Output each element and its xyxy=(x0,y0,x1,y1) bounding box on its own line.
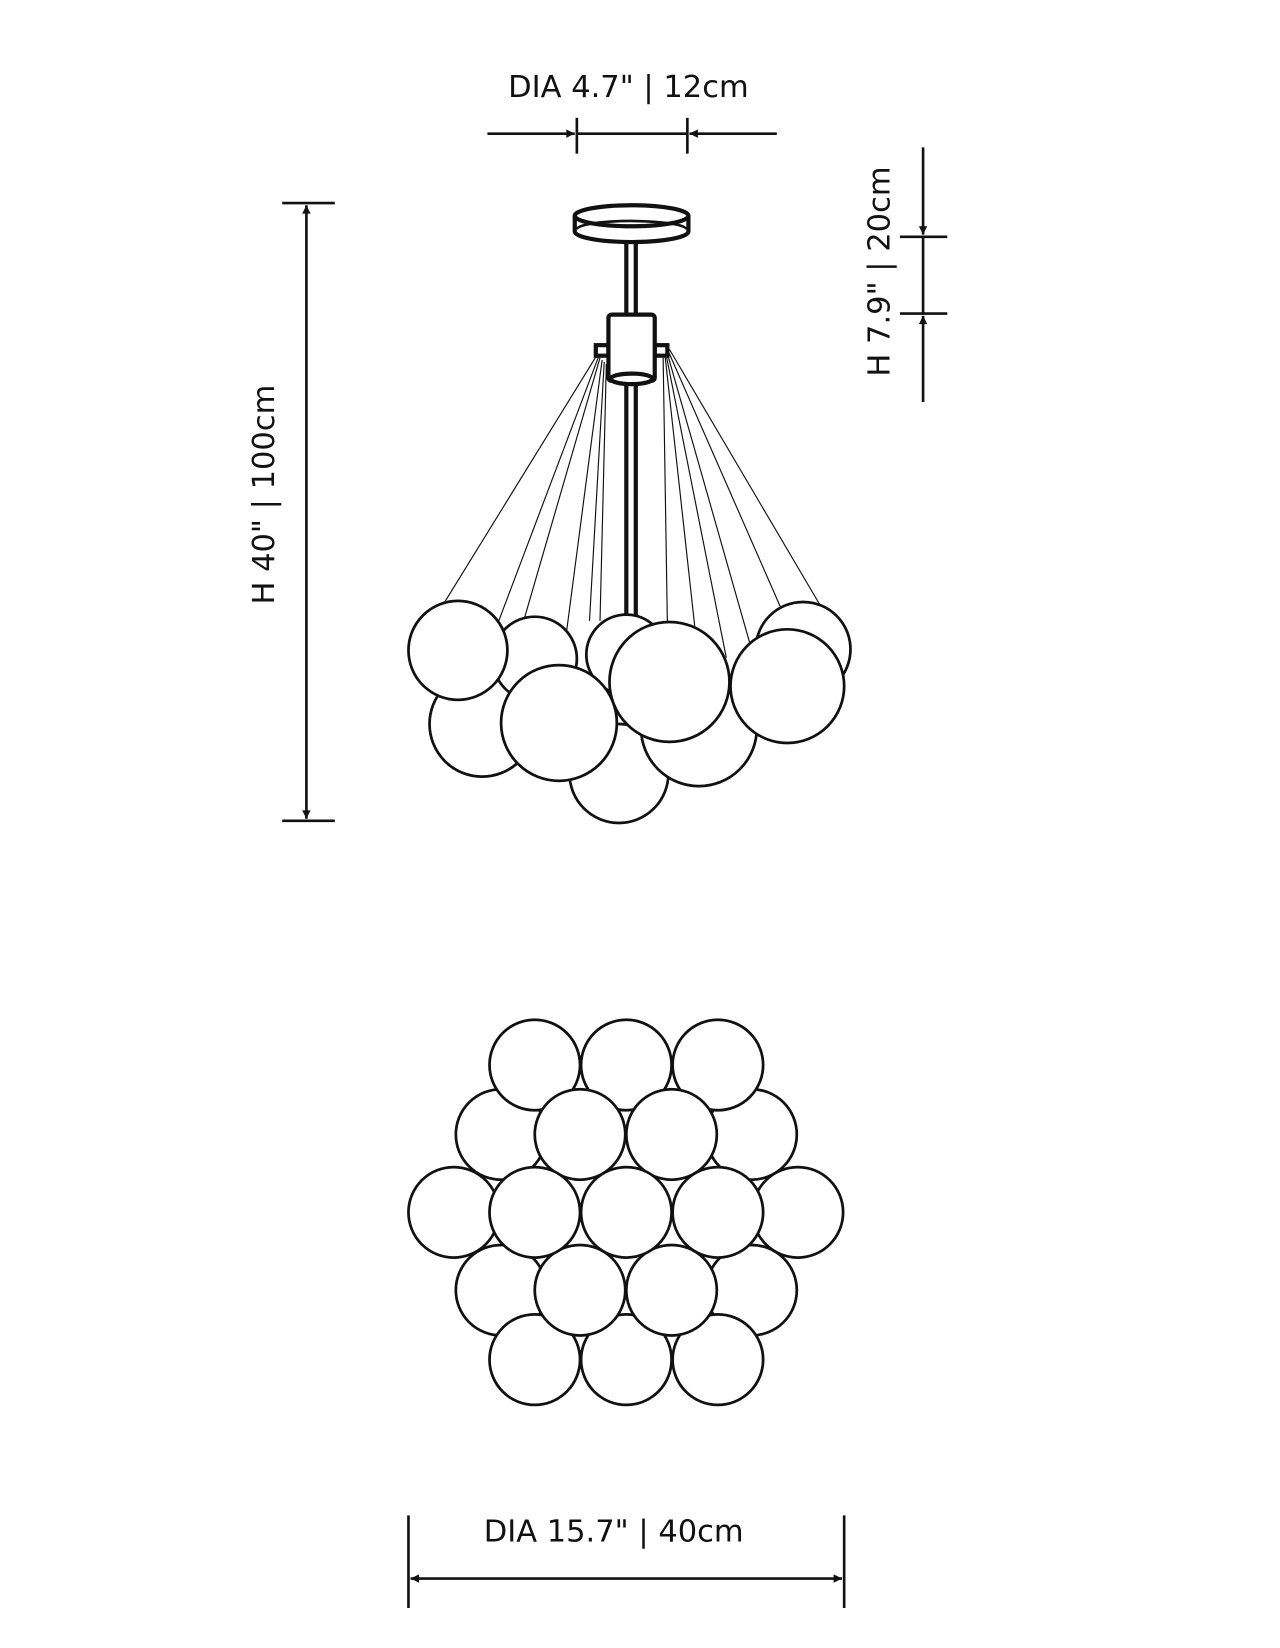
top-view-globes xyxy=(407,1018,845,1407)
suspension-wires xyxy=(441,349,827,674)
overall-height-dimension: H 40" | 100cm xyxy=(247,201,335,823)
overall-height-label: H 40" | 100cm xyxy=(247,385,282,605)
canopy xyxy=(572,203,691,245)
overall-diameter-dimension: DIA 15.7" | 40cm xyxy=(407,1515,846,1609)
globes xyxy=(407,599,852,825)
canopy-diameter-label: DIA 4.7" | 12cm xyxy=(508,70,749,105)
overall-diameter-label: DIA 15.7" | 40cm xyxy=(484,1515,744,1550)
hub xyxy=(593,312,670,387)
side-view-fixture xyxy=(407,203,852,825)
canopy-height-label: H 7.9" | 20cm xyxy=(862,166,897,376)
stem xyxy=(624,234,638,623)
canopy-height-dimension: H 7.9" | 20cm xyxy=(862,147,948,403)
canopy-diameter-dimension: DIA 4.7" | 12cm xyxy=(487,70,777,154)
